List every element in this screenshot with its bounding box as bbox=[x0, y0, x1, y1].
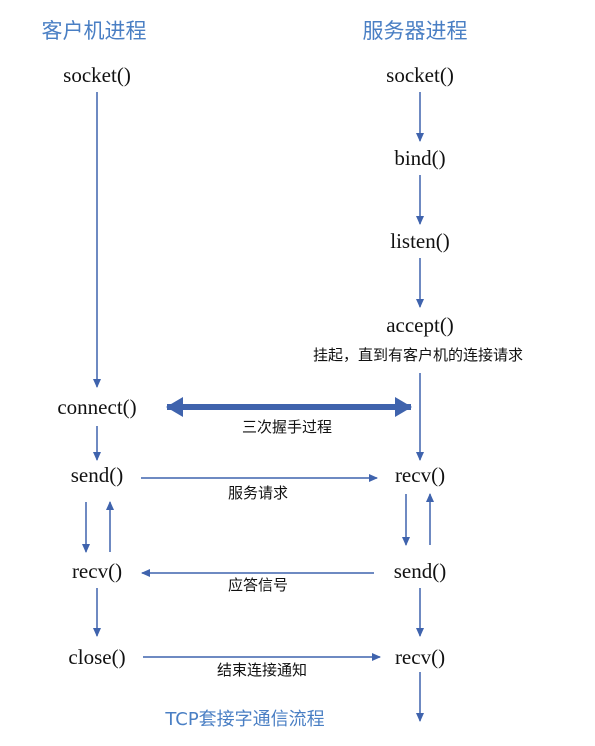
server-final-recv-call: recv() bbox=[394, 645, 446, 669]
client-send-call: send() bbox=[70, 463, 124, 487]
handshake-label: 三次握手过程 bbox=[241, 418, 333, 436]
service-request-label: 服务请求 bbox=[227, 484, 289, 502]
client-recv-call: recv() bbox=[71, 559, 123, 583]
server-send-call: send() bbox=[393, 559, 447, 583]
server-accept-call: accept() bbox=[386, 313, 454, 337]
server-bind-call: bind() bbox=[394, 146, 446, 170]
server-process-heading: 服务器进程 bbox=[362, 19, 468, 43]
server-socket-call: socket() bbox=[386, 63, 454, 87]
server-recv-call: recv() bbox=[394, 463, 446, 487]
accept-blocking-note: 挂起，直到有客户机的连接请求 bbox=[312, 346, 524, 364]
client-socket-call: socket() bbox=[63, 63, 131, 87]
server-listen-call: listen() bbox=[390, 229, 450, 253]
client-close-call: close() bbox=[68, 645, 126, 669]
reply-signal-label: 应答信号 bbox=[227, 576, 289, 594]
diagram-caption: TCP套接字通信流程 bbox=[165, 709, 325, 730]
close-notice-label: 结束连接通知 bbox=[216, 661, 308, 679]
client-connect-call: connect() bbox=[57, 395, 137, 419]
client-process-heading: 客户机进程 bbox=[41, 19, 147, 43]
